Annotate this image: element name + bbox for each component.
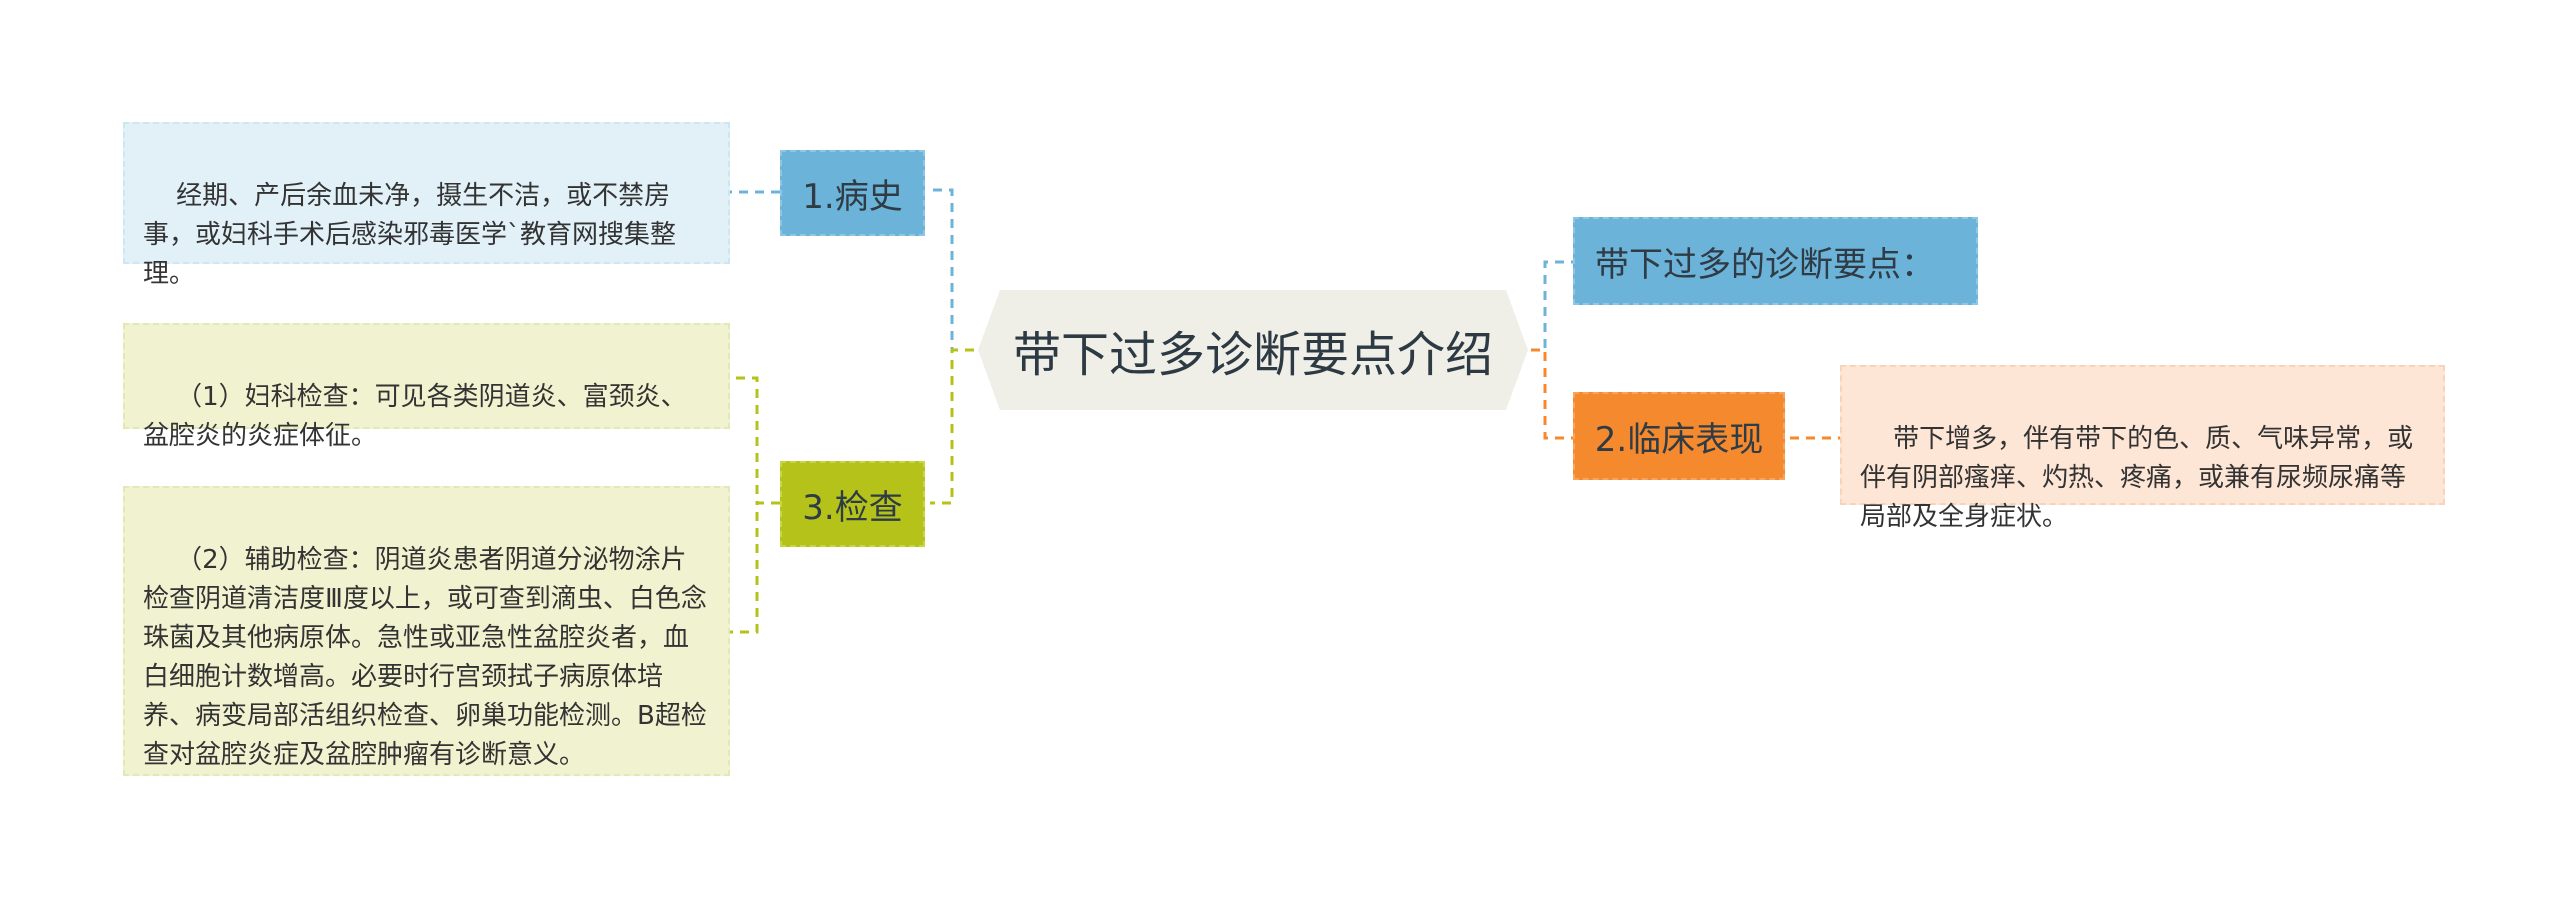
- branch-points[interactable]: 带下过多的诊断要点：: [1573, 217, 1978, 305]
- branch-points-label: 带下过多的诊断要点：: [1595, 244, 1935, 285]
- connector-exam-leaf2: [730, 501, 780, 634]
- branch-history-label: 1.病史: [802, 176, 903, 217]
- leaf-history-text: 经期、产后余血未净，摄生不洁，或不禁房事，或妇科手术后感染邪毒医学`教育网搜集整…: [143, 181, 677, 289]
- branch-clinical-label: 2.临床表现: [1594, 419, 1764, 460]
- branch-exam[interactable]: 3.检查: [780, 461, 925, 547]
- center-title: 带下过多诊断要点介绍: [1012, 327, 1493, 383]
- leaf-exam-gynecology-text: （1）妇科检查：可见各类阴道炎、富颈炎、盆腔炎的炎症体征。: [143, 382, 687, 451]
- leaf-clinical-text: 带下增多，伴有带下的色、质、气味异常，或伴有阴部瘙痒、灼热、疼痛，或兼有尿频尿痛…: [1860, 424, 2414, 532]
- center-node-shape: [978, 290, 1528, 410]
- leaf-exam-gynecology[interactable]: （1）妇科检查：可见各类阴道炎、富颈炎、盆腔炎的炎症体征。: [123, 323, 730, 451]
- connector-center-exam: [930, 348, 990, 505]
- leaf-history[interactable]: 经期、产后余血未净，摄生不洁，或不禁房事，或妇科手术后感染邪毒医学`教育网搜集整…: [123, 122, 730, 289]
- branch-exam-label: 3.检查: [802, 487, 903, 528]
- branch-clinical[interactable]: 2.临床表现: [1573, 392, 1785, 480]
- connector-center-clinical: [1515, 348, 1573, 440]
- connector-center-points: [1515, 260, 1573, 352]
- connector-exam-leaf1: [730, 376, 780, 505]
- leaf-exam-auxiliary[interactable]: （2）辅助检查：阴道炎患者阴道分泌物涂片检查阴道清洁度Ⅲ度以上，或可查到滴虫、白…: [123, 486, 730, 776]
- branch-history[interactable]: 1.病史: [780, 150, 925, 236]
- leaf-exam-auxiliary-text: （2）辅助检查：阴道炎患者阴道分泌物涂片检查阴道清洁度Ⅲ度以上，或可查到滴虫、白…: [143, 545, 707, 770]
- leaf-clinical[interactable]: 带下增多，伴有带下的色、质、气味异常，或伴有阴部瘙痒、灼热、疼痛，或兼有尿频尿痛…: [1840, 365, 2445, 532]
- center-node[interactable]: 带下过多诊断要点介绍: [978, 290, 1528, 410]
